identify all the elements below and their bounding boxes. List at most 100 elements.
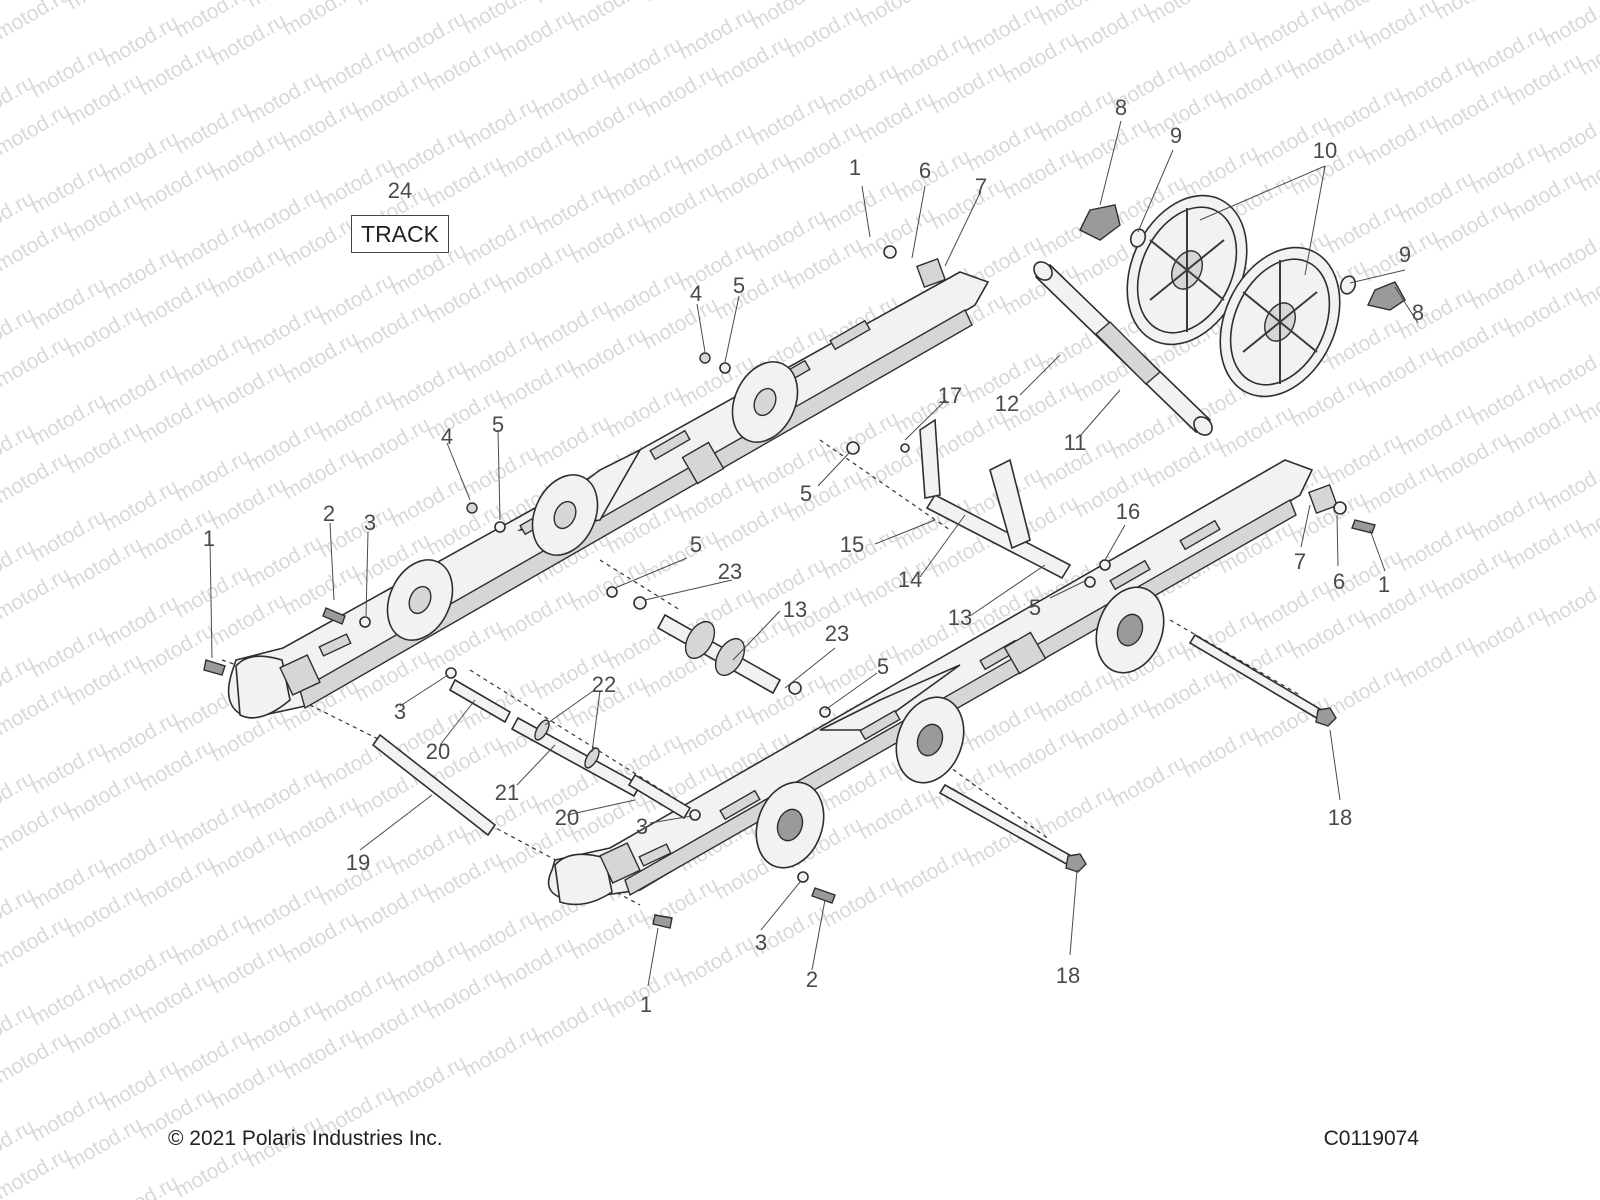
watermark-text: motod.ru [0,215,74,276]
callout-21: 21 [495,780,519,805]
callout-20: 20 [426,739,450,764]
watermark-text: motod.ru [99,1171,182,1200]
callout-5: 5 [800,481,812,506]
watermark-text: motod.ru [855,0,938,32]
watermark-text: motod.ru [0,331,74,392]
callout-7: 7 [975,174,987,199]
watermark-text: motod.ru [1143,0,1226,28]
watermark-text: motod.ru [0,1143,74,1200]
callout-6: 6 [1333,569,1345,594]
watermark-text: motod.ru [1359,0,1442,54]
front-shafts [371,678,692,837]
rail-cutouts-right [638,519,1221,867]
callout-9: 9 [1399,242,1411,267]
watermark-text: motod.ru [0,563,74,624]
callout-5: 5 [733,273,745,298]
callout-5: 5 [690,532,702,557]
track-label-box: TRACK [351,215,449,253]
watermark-text: motod.ru [1539,0,1600,52]
callout-3: 3 [364,510,376,535]
center-shaft [656,493,1072,695]
watermark-text: motod.ru [1539,455,1600,516]
callout-1: 1 [640,992,652,1017]
watermark-text: motod.ru [1431,0,1514,24]
callout-8: 8 [1115,95,1127,120]
callout-5: 5 [877,654,889,679]
watermark-text: motod.ru [0,0,74,44]
watermark-text: motod.ru [1539,339,1600,400]
callout-23: 23 [718,559,742,584]
callout-17: 17 [938,383,962,408]
callout-23: 23 [825,621,849,646]
callout-4: 4 [441,424,453,449]
callout-6: 6 [919,158,931,183]
callout-2: 2 [806,967,818,992]
watermark-text: motod.ru [1179,721,1262,782]
copyright-notice: © 2021 Polaris Industries Inc. [168,1127,443,1150]
watermark-text: motod.ru [1539,571,1600,632]
hub-caps [1079,204,1406,311]
callout-22: 22 [592,672,616,697]
callout-13: 13 [783,597,807,622]
watermark-text: motod.ru [1395,631,1478,692]
watermark-text: motod.ru [639,0,722,6]
watermark-text: motod.ru [0,679,74,740]
callout-7: 7 [1294,549,1306,574]
watermark-text: motod.ru [0,795,74,856]
callout-1: 1 [1378,572,1390,597]
callout-9: 9 [1170,123,1182,148]
callout-10: 10 [1313,138,1337,163]
callout-8: 8 [1412,300,1424,325]
watermark-text: motod.ru [0,447,74,508]
watermark-text: motod.ru [1107,751,1190,812]
watermark-text: motod.ru [387,1051,470,1112]
callout-labels: 1 6 7 8 9 10 9 8 24 4 5 12 11 17 4 5 5 2… [203,95,1424,1017]
wheel-right-mid [895,696,965,784]
callout-3: 3 [636,814,648,839]
callout-5: 5 [1029,595,1041,620]
callout-4: 4 [690,281,702,306]
watermark-text: motod.ru [1035,781,1118,842]
watermark-text: motod.ru [1539,107,1600,168]
callout-18: 18 [1328,805,1352,830]
watermark-text: motod.ru [531,991,614,1052]
callout-24: 24 [388,178,412,203]
callout-18: 18 [1056,963,1080,988]
arm-bracket [919,418,1031,550]
watermark-text: motod.ru [0,99,74,160]
watermark-text: motod.ru [279,0,362,40]
callout-11: 11 [1064,430,1087,455]
callout-3: 3 [755,930,767,955]
long-bolts [938,633,1337,873]
callout-5: 5 [492,412,504,437]
watermark-text: motod.ru [927,0,1010,2]
wheel-right-front [755,781,825,869]
wheel-left-front [386,559,454,641]
watermark-text: motod.ru [891,841,974,902]
rail-idler-wheels [386,361,1165,869]
wheel-left-rear [731,361,799,443]
rear-axle [1033,261,1213,436]
wheel-right-rear [1095,586,1165,674]
callout-16: 16 [1116,499,1140,524]
watermark-text: motod.ru [63,0,146,14]
watermark-text: motod.ru [675,931,758,992]
callout-15: 15 [840,532,864,557]
callout-14: 14 [898,567,922,592]
leader-lines [209,120,1419,987]
callout-12: 12 [995,391,1019,416]
callout-1: 1 [203,526,215,551]
watermark-text: motod.ru [567,0,650,36]
fasteners [203,245,1376,929]
watermark-text: motod.ru [459,1021,542,1082]
watermark-text: motod.ru [1467,601,1550,662]
drawing-number: C0119074 [1323,1127,1419,1150]
callout-1: 1 [849,155,861,180]
watermark-text: motod.ru [351,0,434,10]
watermark-text: motod.ru [1323,661,1406,722]
callout-19: 19 [346,850,370,875]
watermark-text: motod.ru [1539,223,1600,284]
assembly-axes [221,439,1301,906]
callout-2: 2 [323,501,335,526]
